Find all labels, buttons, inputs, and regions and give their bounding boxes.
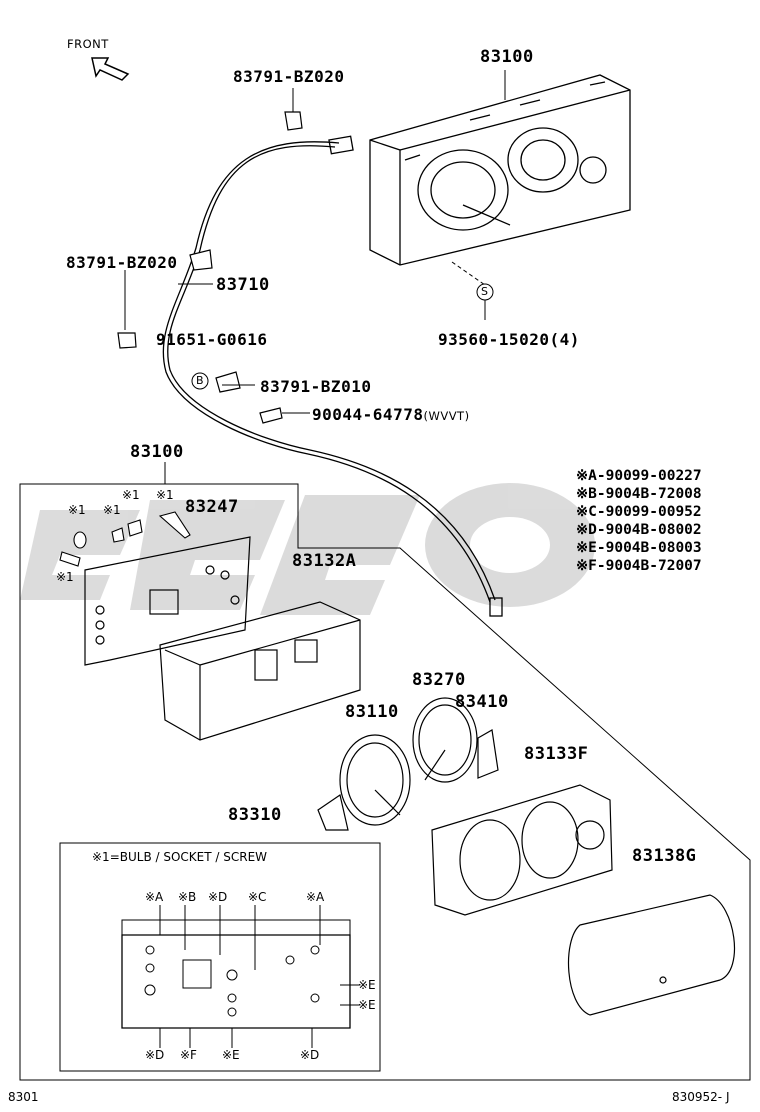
- part-83410: 83410: [455, 692, 509, 712]
- star1-mark-e: ※1: [56, 570, 74, 584]
- note-a: ※A-90099-00227: [576, 468, 702, 484]
- top-cluster-drawing: [369, 74, 631, 266]
- inset-bottom-e: ※E: [222, 1048, 240, 1062]
- note-e: ※E-9004B-08003: [576, 540, 702, 556]
- circuit-board-drawing: [84, 536, 251, 666]
- watermark-logo: [20, 483, 595, 615]
- bulbs-sockets: [59, 511, 191, 567]
- note-d: ※D-9004B-08002: [576, 522, 702, 538]
- inset-right-e2: ※E: [358, 998, 376, 1012]
- inset-bottom-d1: ※D: [145, 1048, 165, 1062]
- part-90044-number: 90044-64778: [312, 405, 424, 424]
- part-93560-15020: 93560-15020(4): [438, 330, 580, 349]
- footer-left-code: 8301: [8, 1090, 39, 1104]
- part-83791-bz020-b: 83791-BZ020: [66, 253, 178, 272]
- note-b: ※B-9004B-72008: [576, 486, 702, 502]
- small-parts: [117, 111, 303, 424]
- b-circle-mark: [191, 372, 209, 390]
- part-91651-g0616: 91651-G0616: [156, 330, 268, 349]
- part-83100-top: 83100: [480, 47, 534, 67]
- star1-mark-a: ※1: [68, 503, 86, 517]
- part-83791-bz020-a: 83791-BZ020: [233, 67, 345, 86]
- housing-drawing: [159, 601, 361, 741]
- inset-top-b: ※B: [178, 890, 197, 904]
- s-circle-label: S: [481, 285, 488, 298]
- part-83132a: 83132A: [292, 551, 357, 571]
- note-f: ※F-9004B-72007: [576, 558, 702, 574]
- inset-top-a1: ※A: [145, 890, 164, 904]
- star1-mark-d: ※1: [156, 488, 174, 502]
- inset-box: [59, 842, 381, 1072]
- part-83138g: 83138G: [632, 846, 697, 866]
- inset-bottom-d2: ※D: [300, 1048, 320, 1062]
- note-c: ※C-90099-00952: [576, 504, 702, 520]
- part-83247: 83247: [185, 497, 239, 517]
- s-circle-mark: [476, 283, 494, 301]
- part-83110: 83110: [345, 702, 399, 722]
- part-83100-mid: 83100: [130, 442, 184, 462]
- inset-top-d: ※D: [208, 890, 228, 904]
- inset-top-c: ※C: [248, 890, 267, 904]
- part-83310: 83310: [228, 805, 282, 825]
- leader-lines: [19, 70, 751, 1081]
- dials-drawing: [317, 697, 499, 831]
- inset-right-e1: ※E: [358, 978, 376, 992]
- lens-panel-drawing: [431, 784, 613, 916]
- part-90044-suffix: (WVVT): [423, 409, 470, 423]
- part-90044-64778: 90044-64778(WVVT): [312, 405, 470, 424]
- front-label: FRONT: [67, 37, 109, 51]
- part-83791-bz010: 83791-BZ010: [260, 377, 372, 396]
- front-arrow-icon: [91, 57, 130, 81]
- part-83270: 83270: [412, 670, 466, 690]
- footer-right-code: 830952- J: [672, 1090, 730, 1104]
- star1-mark-b: ※1: [103, 503, 121, 517]
- part-83710: 83710: [216, 275, 270, 295]
- star1-mark-c: ※1: [122, 488, 140, 502]
- b-circle-label: B: [196, 374, 204, 387]
- glass-cover-drawing: [567, 894, 735, 1016]
- inset-title: ※1=BULB / SOCKET / SCREW: [92, 850, 268, 864]
- speedometer-cable: [162, 135, 503, 617]
- inset-bottom-f: ※F: [180, 1048, 197, 1062]
- part-83133f: 83133F: [524, 744, 589, 764]
- inset-top-a2: ※A: [306, 890, 325, 904]
